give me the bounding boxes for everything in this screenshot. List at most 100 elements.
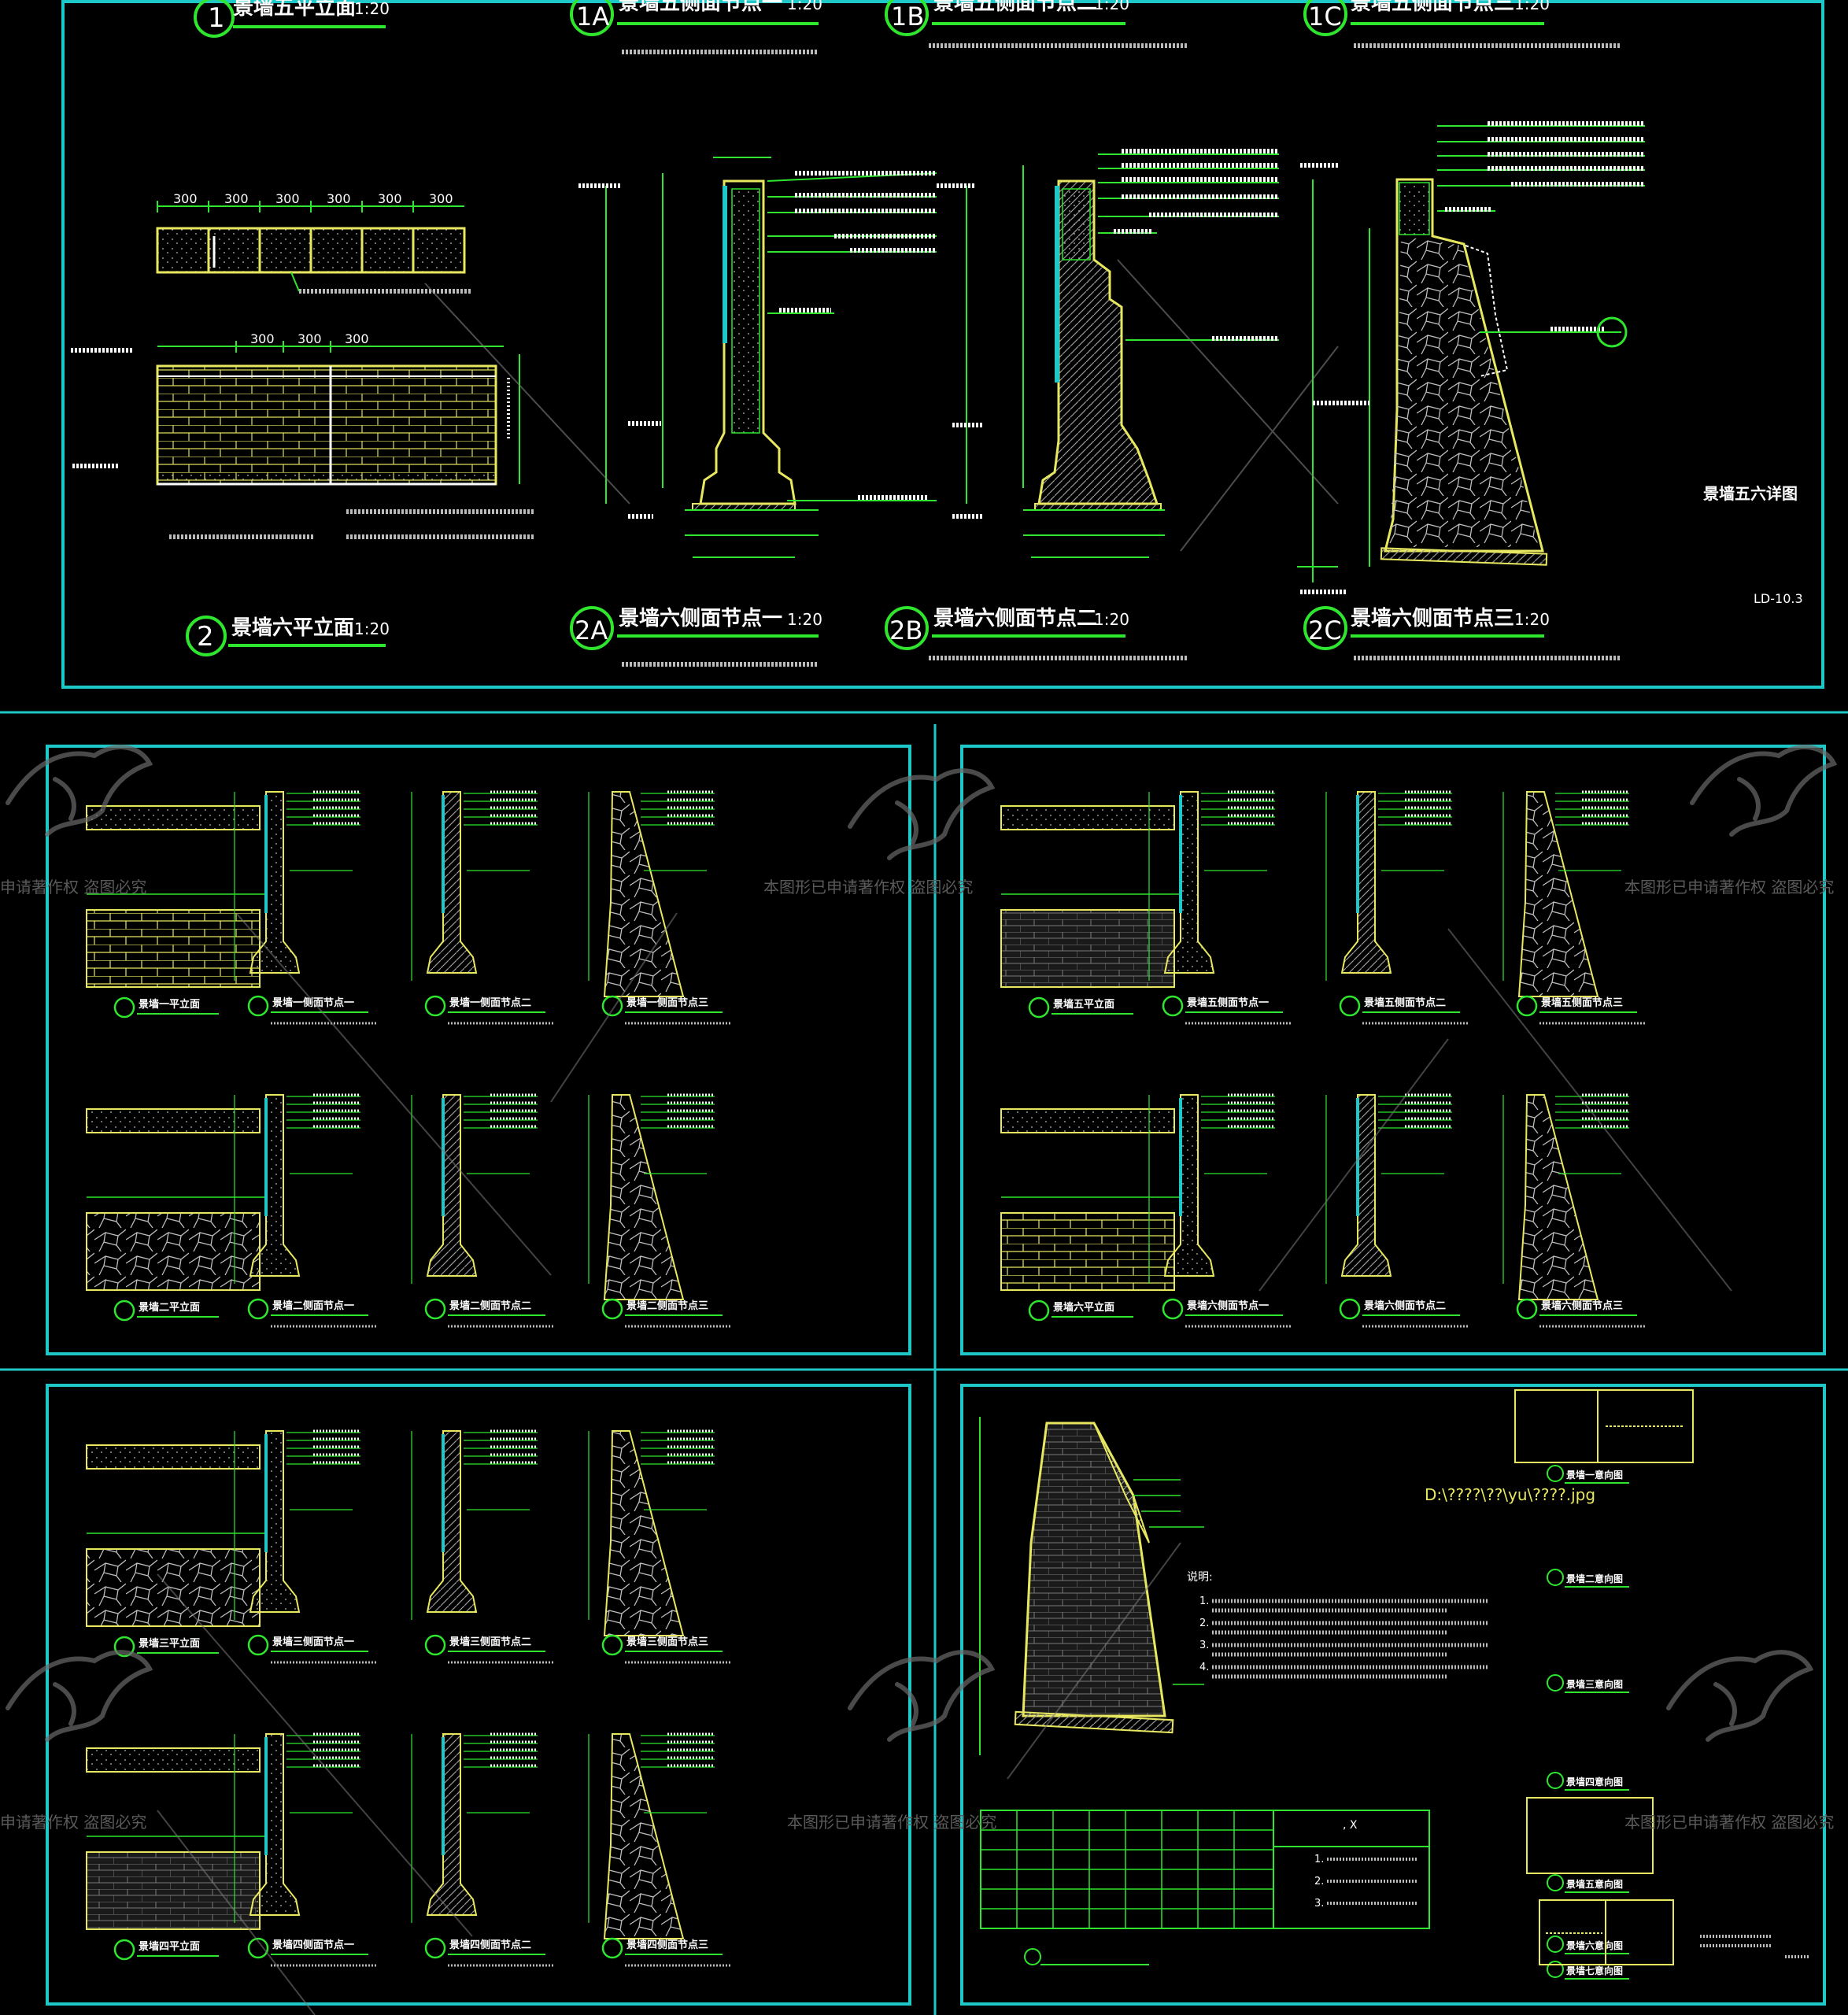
note-number: 2. [1199, 1618, 1209, 1629]
drawing-title: 景墙四侧面节点二 [449, 1939, 531, 1951]
dimension-label: 300 [298, 331, 322, 346]
small-sheets-group: 景墙一平立面景墙一侧面节点一景墙一侧面节点二景墙一侧面节点三景墙二平立面景墙二侧… [86, 790, 1645, 1967]
watermark-logo-icon [1666, 1650, 1814, 1742]
sheet-name-top: 景墙五六详图 [1703, 484, 1798, 503]
drawing-title: 景墙四侧面节点一 [272, 1939, 354, 1951]
legend-label: 景墙六意向图 [1566, 1939, 1623, 1951]
svg-text:1:20: 1:20 [1514, 610, 1550, 629]
image-path-text: D:\????\??\yu\????.jpg [1425, 1485, 1595, 1504]
section-1b-2b [937, 149, 1279, 558]
legend-label: 景墙七意向图 [1566, 1965, 1623, 1976]
drawing-title: 景墙五侧面节点二 [1364, 996, 1446, 1009]
dimension-label: 300 [327, 191, 351, 206]
elevation-wall-six: 300 300 300 [71, 331, 535, 539]
svg-text:1B: 1B [891, 2, 924, 31]
drawing-title: 景墙三侧面节点一 [272, 1636, 354, 1648]
svg-text:2: 2 [197, 621, 214, 653]
svg-text:景墙五侧面节点三: 景墙五侧面节点三 [1351, 0, 1514, 15]
legend-label: 景墙四意向图 [1566, 1776, 1623, 1788]
svg-text:景墙六平立面: 景墙六平立面 [231, 616, 354, 640]
drawing-title: 景墙三平立面 [139, 1637, 200, 1650]
svg-text:2C: 2C [1308, 616, 1342, 645]
watermark-group: 本图形已申请著作权 盗图必究 本图形已申请著作权 盗图必究 申请著作权 盗图必究… [0, 745, 1838, 2015]
title-2: 2 景墙六平立面 1:20 [186, 616, 390, 656]
dimension-label: 300 [378, 191, 402, 206]
drawing-title: 景墙五侧面节点三 [1541, 996, 1623, 1009]
drawing-title: 景墙二侧面节点二 [449, 1300, 531, 1312]
watermark-text: 本图形已申请著作权 盗图必究 [1624, 878, 1834, 897]
legend-label: 景墙三意向图 [1566, 1678, 1623, 1690]
drawing-title: 景墙六侧面节点三 [1541, 1300, 1623, 1312]
drawing-title: 景墙三侧面节点二 [449, 1636, 531, 1648]
sheet-frame-a [46, 745, 911, 1355]
svg-text:2A: 2A [575, 616, 608, 645]
svg-text:, X: , X [1343, 1819, 1358, 1832]
sheet-frame-top [61, 0, 1824, 689]
dimension-row-mid: 300 300 300 [235, 331, 369, 353]
title-1a: 1A 景墙五侧面节点一 1:20 [570, 0, 822, 54]
drawing-title: 景墙四侧面节点三 [626, 1939, 708, 1951]
section-1a-2a [578, 157, 937, 558]
svg-text:1A: 1A [576, 2, 609, 31]
dimension-label: 300 [429, 191, 453, 206]
sheet-number-top: LD-10.3 [1754, 591, 1803, 606]
title-2b: 2B 景墙六侧面节点二 1:20 [885, 606, 1188, 660]
watermark-logo-icon [6, 1650, 153, 1742]
design-notes: 说明: 1. 2. 3. 4. [1187, 1571, 1488, 1679]
watermark-text: 本图形已申请著作权 盗图必究 [763, 878, 973, 897]
title-1: 1 景墙五平立面 1:20 [194, 0, 390, 38]
svg-text:1:20: 1:20 [354, 0, 390, 18]
svg-text:1:20: 1:20 [787, 610, 822, 629]
drawing-title: 景墙二平立面 [139, 1301, 200, 1314]
watermark-logo-icon [848, 1650, 996, 1742]
watermark-logo-icon [848, 768, 996, 860]
drawing-title: 景墙五侧面节点一 [1187, 996, 1269, 1009]
drawing-title: 景墙六侧面节点一 [1187, 1300, 1269, 1312]
drawing-title: 景墙三侧面节点三 [626, 1636, 708, 1648]
note-number: 1. [1199, 1595, 1209, 1607]
table-note-number: 2. [1314, 1876, 1324, 1887]
svg-text:景墙六侧面节点二: 景墙六侧面节点二 [933, 606, 1097, 630]
title-2a: 2A 景墙六侧面节点一 1:20 [570, 606, 822, 667]
drawing-title: 景墙二侧面节点三 [626, 1300, 708, 1312]
small-sheet-a: 景墙一平立面景墙一侧面节点一景墙一侧面节点二景墙一侧面节点三景墙二平立面景墙二侧… [86, 790, 730, 1328]
drawing-title: 景墙一侧面节点二 [449, 996, 531, 1009]
watermark-text: 本图形已申请著作权 盗图必究 [787, 1813, 996, 1832]
dimension-label: 300 [173, 191, 198, 206]
legend-label: 景墙二意向图 [1566, 1573, 1623, 1584]
svg-text:说明:: 说明: [1187, 1571, 1213, 1584]
svg-text:景墙六侧面节点一: 景墙六侧面节点一 [619, 606, 782, 630]
dimension-row-top: 300 300 300 300 300 300 [157, 191, 453, 213]
svg-text:1C: 1C [1308, 2, 1342, 31]
svg-text:1:20: 1:20 [354, 619, 390, 638]
dimension-label: 300 [345, 331, 369, 346]
svg-text:景墙六侧面节点三: 景墙六侧面节点三 [1351, 606, 1514, 630]
note-number: 4. [1199, 1662, 1209, 1673]
bottom-table: , X 1.2.3. [980, 1810, 1430, 1965]
drawing-title: 景墙一平立面 [139, 998, 200, 1011]
drawing-title: 景墙六平立面 [1053, 1301, 1114, 1314]
drawing-title: 景墙四平立面 [139, 1940, 200, 1953]
plan-wall-five: 300 300 300 300 300 300 [156, 191, 472, 294]
small-sheet-b: 景墙五平立面景墙五侧面节点一景墙五侧面节点二景墙五侧面节点三景墙六平立面景墙六侧… [1000, 790, 1645, 1328]
title-2c: 2C 景墙六侧面节点三 1:20 [1303, 606, 1620, 660]
legend-label: 景墙五意向图 [1566, 1878, 1623, 1890]
dimension-label: 300 [250, 331, 275, 346]
svg-text:1:20: 1:20 [1514, 0, 1550, 13]
watermark-logo-icon [1690, 745, 1838, 837]
svg-text:景墙五侧面节点一: 景墙五侧面节点一 [619, 0, 782, 15]
svg-text:1:20: 1:20 [787, 0, 822, 13]
dimension-label: 300 [224, 191, 249, 206]
svg-text:2B: 2B [889, 616, 922, 645]
svg-text:景墙五侧面节点二: 景墙五侧面节点二 [933, 0, 1097, 15]
dimension-label: 300 [275, 191, 300, 206]
svg-text:景墙五平立面: 景墙五平立面 [233, 0, 356, 20]
drawing-title: 景墙一侧面节点三 [626, 996, 708, 1009]
sheet-d: 说明: 1.2.3.4. D:\????\??\yu\????.jpg 景墙一意… [979, 1389, 1810, 1980]
note-number: 3. [1199, 1640, 1209, 1651]
drawing-title: 景墙六侧面节点二 [1364, 1300, 1446, 1312]
title-1b: 1B 景墙五侧面节点二 1:20 [885, 0, 1188, 48]
watermark-text: 本图形已申请著作权 盗图必究 [1624, 1813, 1834, 1832]
